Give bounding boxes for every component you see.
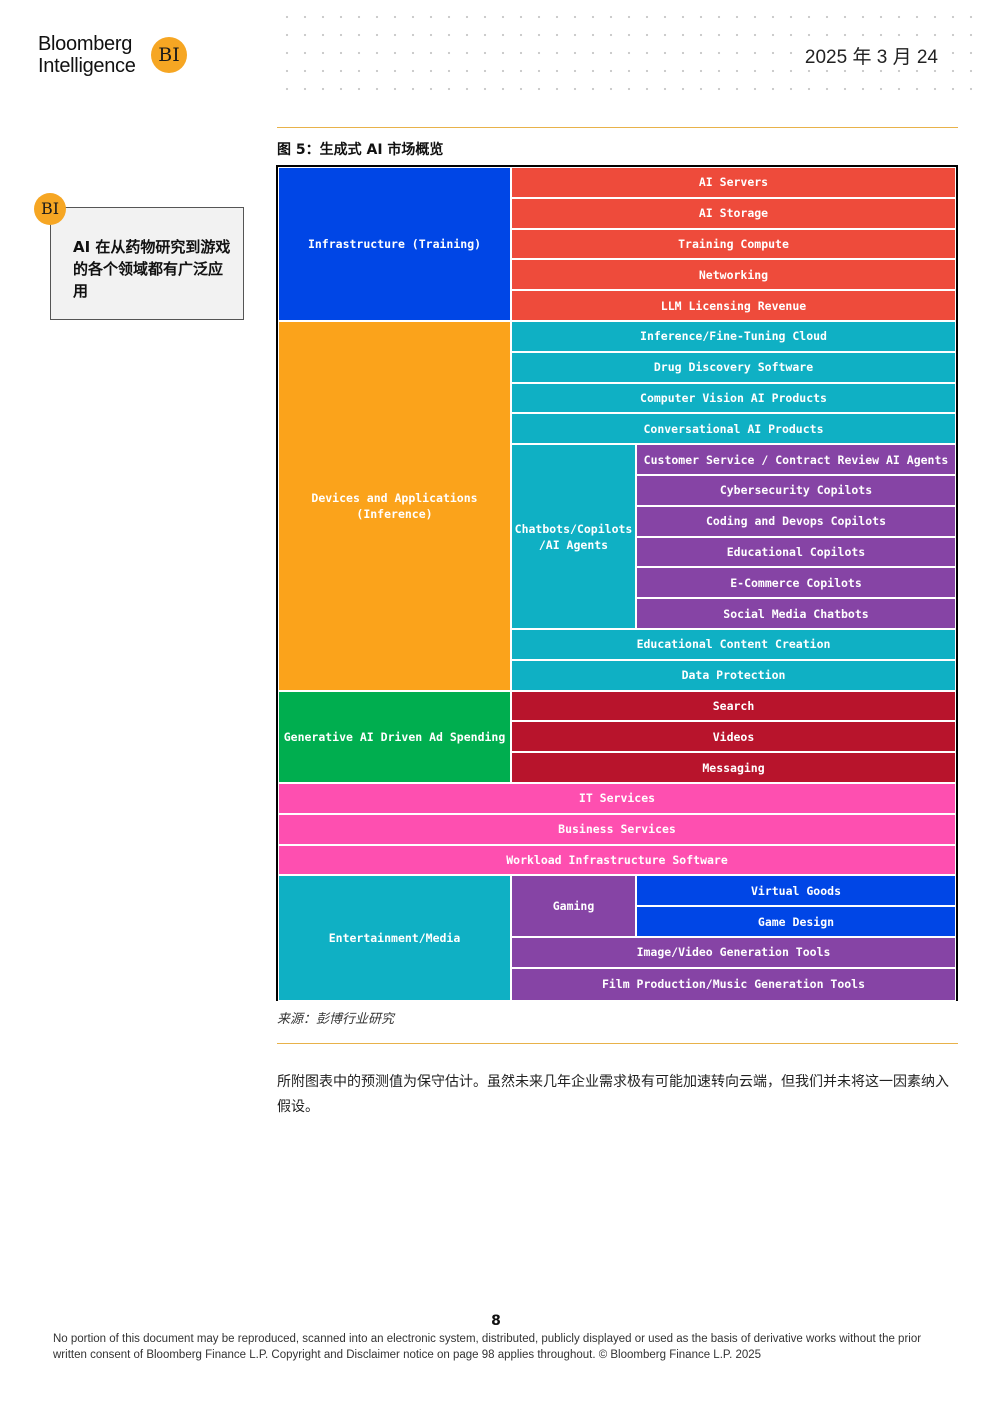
header-divider [277,127,958,128]
logo-line-1: Bloomberg [38,33,133,55]
treemap-cell-cybersecurity-copilots: Cybersecurity Copilots [636,475,956,506]
treemap-cell-film-production-music-generation-tools: Film Production/Music Generation Tools [511,967,956,1001]
treemap-cell-data-protection: Data Protection [511,659,956,691]
treemap-group-ad-spending: Generative AI Driven Ad Spending [278,690,511,783]
treemap-cell-videos: Videos [511,721,956,753]
treemap-cell-ai-storage: AI Storage [511,197,956,229]
treemap-cell-training-compute: Training Compute [511,228,956,260]
treemap-cell-drug-discovery-software: Drug Discovery Software [511,351,956,383]
figure-bottom-divider [277,1043,958,1044]
treemap-cell-e-commerce-copilots: E-Commerce Copilots [636,567,956,599]
treemap-cell-conversational-ai-products: Conversational AI Products [511,413,956,445]
treemap-cell-workload-infrastructure-software: Workload Infrastructure Software [278,844,956,876]
bi-logo-badge: BI [151,37,187,73]
logo-line-2: Intelligence [38,55,136,77]
treemap-group-chatbots: Chatbots/Copilots /AI Agents [511,444,636,629]
treemap-cell-business-services: Business Services [278,813,956,845]
sidebar-bi-badge: BI [34,193,66,225]
sidebar-callout-box: AI 在从药物研究到游戏的各个领域都有广泛应用 [50,207,244,320]
treemap-cell-social-media-chatbots: Social Media Chatbots [636,598,956,629]
treemap-cell-llm-licensing-revenue: LLM Licensing Revenue [511,290,956,321]
figure-source: 来源：彭博行业研究 [277,1012,395,1027]
treemap-cell-image-video-generation-tools: Image/Video Generation Tools [511,937,956,968]
treemap-group-gaming: Gaming [511,875,636,937]
treemap-cell-game-design: Game Design [636,906,956,937]
treemap-cell-it-services: IT Services [278,783,956,814]
sidebar-callout-text: AI 在从药物研究到游戏的各个领域都有广泛应用 [73,238,231,300]
figure-title: 图 5：生成式 AI 市场概览 [277,142,444,158]
treemap-cell-messaging: Messaging [511,752,956,783]
treemap-cell-ai-servers: AI Servers [511,167,956,198]
treemap-cell-educational-copilots: Educational Copilots [636,536,956,568]
treemap-cell-coding-and-devops-copilots: Coding and Devops Copilots [636,505,956,537]
treemap-cell-educational-content-creation: Educational Content Creation [511,629,956,660]
body-paragraph: 所附图表中的预测值为保守估计。虽然未来几年企业需求极有可能加速转向云端，但我们并… [277,1074,949,1115]
report-date: 2025 年 3 月 24 [800,42,942,69]
treemap-cell-customer-service-contract-review-ai-agents: Customer Service / Contract Review AI Ag… [636,444,956,475]
treemap-cell-inference-fine-tuning-cloud: Inference/Fine-Tuning Cloud [511,321,956,352]
treemap-group-devices-applications: Devices and Applications (Inference) [278,321,511,691]
treemap-group-infrastructure: Infrastructure (Training) [278,167,511,321]
treemap-cell-search: Search [511,690,956,722]
bloomberg-intelligence-logo: Bloomberg Intelligence [38,33,136,77]
treemap-cell-networking: Networking [511,259,956,291]
treemap-group-entertainment-media: Entertainment/Media [278,875,511,1001]
treemap-cell-computer-vision-ai-products: Computer Vision AI Products [511,382,956,414]
page-number: 8 [491,1313,501,1329]
footer-disclaimer: No portion of this document may be repro… [53,1333,922,1361]
treemap-cell-virtual-goods: Virtual Goods [636,875,956,907]
